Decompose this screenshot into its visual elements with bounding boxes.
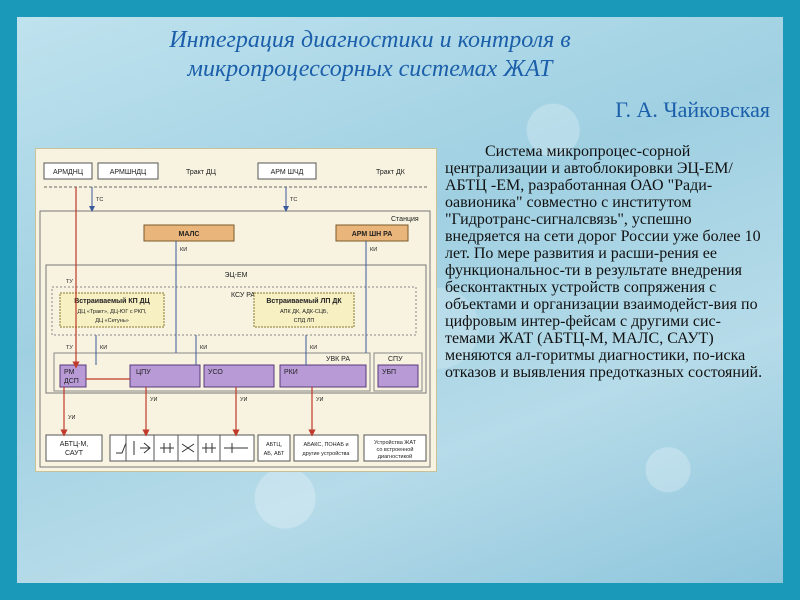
label-ki-2: КИ: [370, 247, 377, 253]
label-saut: САУТ: [65, 450, 84, 457]
label-lp-dk-title: Встраиваемый ЛП ДК: [266, 297, 342, 305]
label-rki: РКИ: [284, 369, 298, 376]
label-abtc: АБТЦ,: [266, 442, 282, 448]
label-ksu-ra: КСУ РА: [231, 292, 255, 299]
label-rm: РМ: [64, 369, 75, 376]
slide-title: Интеграция диагностики и контроля в микр…: [169, 27, 571, 82]
box-mals: [143, 224, 235, 242]
slide-author: Г. А. Чайковская: [615, 97, 770, 122]
label-kp-dc-title: Встраиваемый КП ДЦ: [74, 297, 150, 305]
device-symbols: [116, 441, 248, 455]
label-kp-dc-sub1: ДЦ «Тракт», ДЦ-ЮГ с РКП,: [78, 309, 147, 315]
label-arm-shchd: АРМ ШЧД: [271, 169, 304, 176]
station-box: [39, 210, 431, 468]
label-armdnc: АРМДНЦ: [53, 169, 84, 176]
ui-connectors: [60, 187, 316, 437]
uvk-ra-box: [53, 352, 371, 392]
label-ki-1: КИ: [180, 247, 187, 253]
symbol-switch-2: [140, 442, 151, 454]
box-kp-dc: [59, 292, 165, 328]
label-arm-shn-ra: АРМ ШН РА: [352, 231, 393, 238]
label-station: Станция: [391, 216, 419, 223]
label-zhat-1: Устройства ЖАТ: [374, 439, 417, 446]
box-abtc-ab: [257, 434, 291, 462]
spu-box: [373, 352, 423, 392]
symbol-junction: [181, 443, 195, 453]
symbol-crossing: [224, 443, 248, 453]
box-ubp: [377, 364, 419, 388]
box-abtc-m: [45, 434, 103, 462]
label-ui-2: УИ: [240, 397, 247, 403]
label-abaks-1: АБАКС, ПОНАБ и: [303, 442, 348, 448]
box-abaks: [293, 434, 359, 462]
label-mals: МАЛС: [179, 231, 200, 238]
label-tu-1: ТУ: [66, 279, 73, 285]
label-abaks-2: другие устройства: [303, 450, 351, 457]
label-ui-4: УИ: [68, 415, 75, 421]
label-ki-5: КИ: [310, 345, 317, 351]
symbol-signal: [116, 442, 127, 454]
label-ui-1: УИ: [150, 397, 157, 403]
label-zhat-2: со встроенной: [377, 446, 414, 453]
label-trakt-dk: Тракт ДК: [376, 169, 406, 176]
box-arm-shchd: [257, 162, 317, 180]
label-kp-dc-sub2: ДЦ «Сетунь»: [95, 318, 129, 324]
label-lp-dk-sub1: АПК ДК, АДК-СЦБ,: [280, 309, 329, 315]
box-armshndc: [97, 162, 159, 180]
body-paragraph: Система микропроцес-сорной централизации…: [445, 143, 763, 381]
symbol-section: [202, 443, 216, 453]
ki-connectors: [89, 187, 367, 365]
label-trakt-dc: Тракт ДЦ: [186, 169, 217, 176]
box-zhat-devices: [363, 434, 427, 462]
label-uvk-ra: УВК РА: [326, 356, 350, 363]
slide-body: Система микропроцес-сорной централизации…: [445, 143, 765, 381]
box-lp-dk: [253, 292, 355, 328]
label-uso: УСО: [208, 369, 223, 376]
label-cpu: ЦПУ: [136, 369, 151, 376]
label-armshndc: АРМШНДЦ: [110, 169, 147, 176]
diagram-svg: АРМДНЦ АРМШНДЦ Тракт ДЦ АРМ ШЧД Тракт ДК…: [39, 162, 431, 468]
label-dsp: ДСП: [64, 378, 79, 385]
box-armdnc: [43, 162, 93, 180]
label-ki-4: КИ: [200, 345, 207, 351]
ksu-ra-box: [51, 286, 417, 336]
label-lp-dk-sub2: СПД ЛП: [294, 318, 315, 324]
box-rki: [279, 364, 367, 388]
label-ui-3: УИ: [316, 397, 323, 403]
box-cpu: [129, 364, 201, 388]
label-zhat-3: диагностикой: [378, 453, 412, 460]
symbol-track: [160, 443, 174, 453]
label-ec-em: ЭЦ-ЕМ: [224, 272, 247, 279]
label-abtc-m: АБТЦ-М,: [60, 441, 89, 448]
system-diagram: АРМДНЦ АРМШНДЦ Тракт ДЦ АРМ ШЧД Тракт ДК…: [35, 148, 437, 472]
label-ts-1: ТС: [96, 197, 103, 203]
box-uso: [203, 364, 275, 388]
box-arm-shn-ra: [335, 224, 409, 242]
label-ab-abt: АБ, АБТ: [264, 451, 285, 457]
label-tu-2: ТУ: [66, 345, 73, 351]
label-ki-3: КИ: [100, 345, 107, 351]
label-ubp: УБП: [382, 369, 396, 376]
label-ts-2: ТС: [290, 197, 297, 203]
label-spu: СПУ: [388, 356, 403, 363]
